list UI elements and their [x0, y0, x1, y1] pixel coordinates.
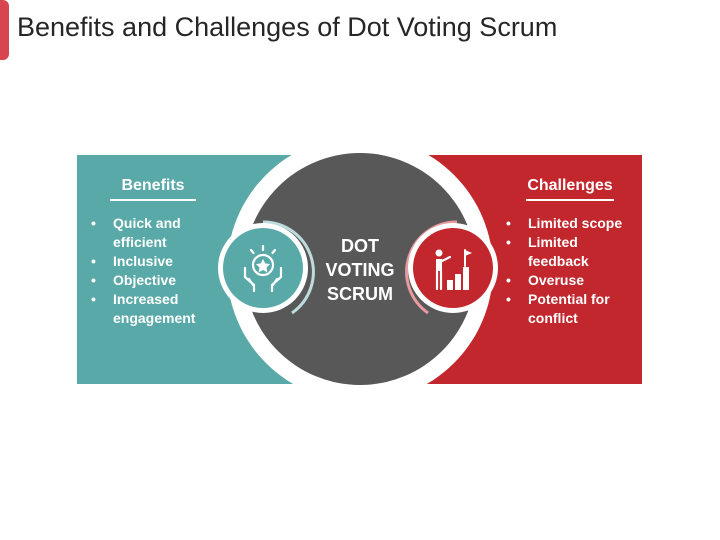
- list-item: Increased engagement: [91, 290, 213, 328]
- list-item: Limited feedback: [506, 233, 598, 271]
- challenges-arc: [405, 220, 458, 315]
- challenges-icon-circle: [413, 228, 493, 308]
- list-item: Overuse: [506, 271, 636, 290]
- list-item: Objective: [91, 271, 241, 290]
- title-accent-tab: [0, 0, 9, 60]
- center-circle: [244, 153, 476, 385]
- challenges-list: Limited scope Limited feedback Overuse P…: [506, 214, 636, 328]
- challenges-heading: Challenges: [526, 177, 614, 201]
- list-item: Limited scope: [506, 214, 636, 233]
- list-item: Potential for conflict: [506, 290, 628, 328]
- person-climbing-steps-to-flag-icon: [435, 249, 472, 291]
- benefits-arc: [262, 220, 315, 315]
- page-title: Benefits and Challenges of Dot Voting Sc…: [17, 12, 558, 42]
- center-label: DOT VOTING SCRUM: [300, 234, 420, 306]
- list-item: Quick and efficient: [91, 214, 203, 252]
- hands-holding-star-icon: [243, 244, 283, 293]
- center-label-line: DOT: [341, 236, 379, 256]
- center-label-line: SCRUM: [327, 284, 393, 304]
- benefits-list: Quick and efficient Inclusive Objective …: [91, 214, 241, 328]
- center-label-line: VOTING: [325, 260, 395, 280]
- list-item: Inclusive: [91, 252, 241, 271]
- benefits-heading: Benefits: [110, 177, 196, 201]
